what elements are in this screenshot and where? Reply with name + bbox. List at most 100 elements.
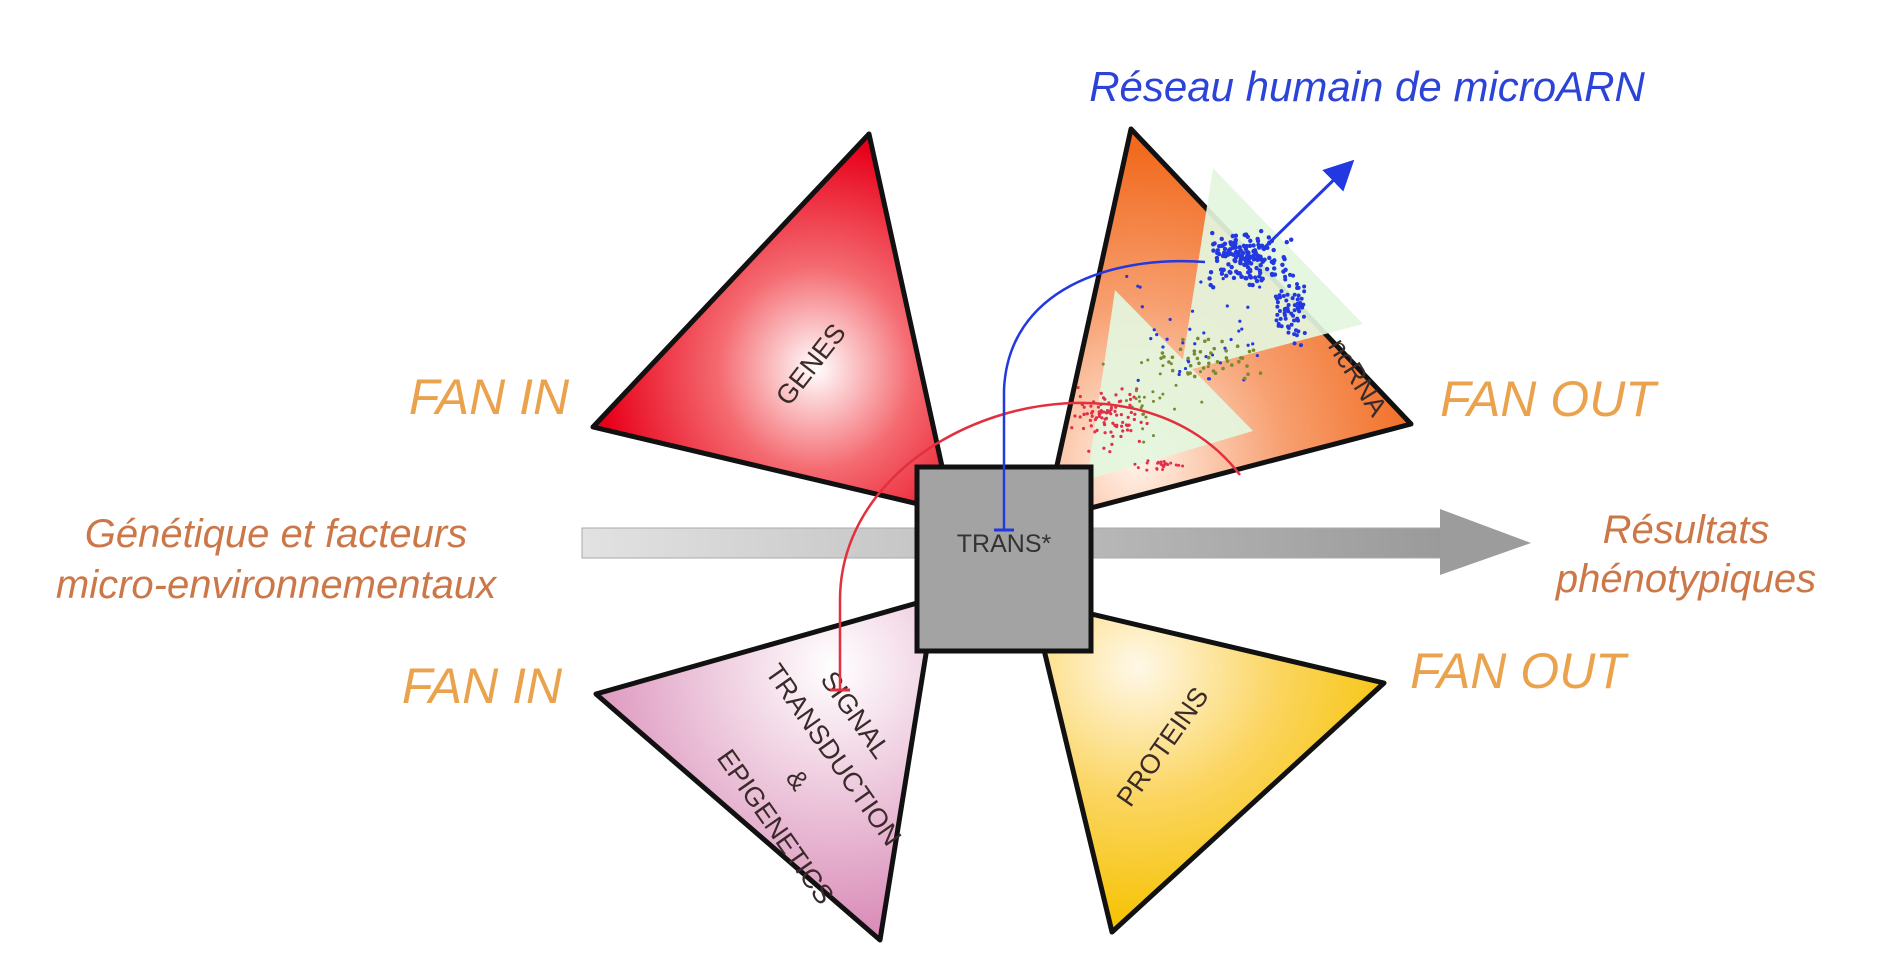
network-dot [1186,360,1191,364]
network-dot [1132,417,1136,422]
network-dot [1256,245,1262,250]
network-dot [1275,304,1280,309]
network-dot [1108,450,1112,454]
network-dot [1145,468,1149,472]
network-dot [1248,275,1254,280]
network-dot [1195,356,1200,361]
network-dot [1181,337,1185,342]
network-dot [1296,318,1301,323]
network-dot [1286,303,1291,308]
network-dot [1170,368,1175,373]
network-dot [1128,403,1132,407]
network-dot [1211,248,1216,253]
network-dot [1133,412,1137,416]
network-dot [1296,329,1301,334]
network-dot [1292,318,1297,323]
network-dot [1192,352,1197,356]
network-dot [1098,412,1102,416]
network-dot [1295,301,1300,306]
network-dot [1281,254,1286,260]
network-dot [1286,326,1291,331]
network-dot [1207,377,1211,381]
network-dot [1220,339,1224,344]
network-dot [1225,304,1229,308]
network-dot [1282,311,1287,316]
network-dot [1238,248,1243,253]
network-dot [1128,397,1133,401]
network-dot [1231,252,1236,257]
network-dot [1266,235,1272,240]
network-dot [1257,270,1263,276]
network-dot [1220,243,1226,248]
network-dot [1169,362,1173,366]
network-dot [1271,247,1276,253]
network-dot [1262,257,1267,262]
network-dot [1233,233,1239,238]
network-dot [1149,337,1153,341]
input-label-line1: Génétique et facteurs [85,512,467,556]
network-dot [1136,378,1140,383]
network-dot [1206,337,1211,342]
network-dot [1254,256,1259,262]
network-dot [1280,262,1285,267]
network-dot [1089,424,1093,428]
network-dot [1220,253,1226,259]
network-dot [1103,431,1107,435]
network-dot [1099,409,1103,413]
network-dot [1210,230,1215,236]
network-dot [1274,318,1279,323]
signal-triangle [593,595,938,943]
network-dot [1278,295,1283,300]
network-dot [1159,356,1163,360]
network-dot [1254,265,1259,271]
network-dot [1140,361,1144,365]
network-dot [1242,376,1247,381]
network-dot [1251,348,1256,352]
network-dot [1114,393,1118,397]
network-dot [1264,266,1270,272]
network-dot [1190,309,1195,313]
network-dot [1253,250,1258,256]
network-dot [1254,278,1260,284]
network-dot [1272,266,1277,271]
network-dot [1138,399,1142,403]
network-dot [1230,363,1234,367]
network-dot [1246,305,1250,309]
network-dot [1294,333,1299,338]
network-dot [1299,296,1304,301]
network-dot [1233,241,1238,246]
network-dot [1155,467,1159,471]
network-dot [1199,280,1203,284]
network-dot [1196,336,1200,341]
network-dot [1284,306,1289,311]
network-dot [1119,434,1123,439]
network-dot [1275,312,1280,317]
network-dot [1258,371,1263,376]
network-dot [1295,297,1300,302]
network-dot [1113,409,1117,414]
network-dot [1082,405,1086,409]
network-dot [1142,395,1146,399]
network-dot [1096,405,1101,409]
network-dot [1192,374,1197,379]
network-inset-small [1087,290,1253,480]
network-dot [1115,423,1119,427]
network-dot [1146,459,1150,463]
network-dot [1224,348,1228,353]
network-dot [1302,330,1307,335]
network-dot [1120,387,1124,391]
network-dot [1292,341,1297,346]
network-dot [1102,446,1106,450]
network-dot [1162,355,1166,359]
network-dot [1119,399,1123,403]
fan-in-bottom: FAN IN [402,658,563,714]
network-dot [1119,413,1123,417]
network-dot [1134,389,1138,393]
network-dot [1156,461,1160,465]
network-dot [1177,372,1181,377]
network-dot [1283,316,1288,321]
network-dot [1200,400,1204,404]
network-dot [1136,466,1140,470]
network-dot [1145,421,1149,426]
